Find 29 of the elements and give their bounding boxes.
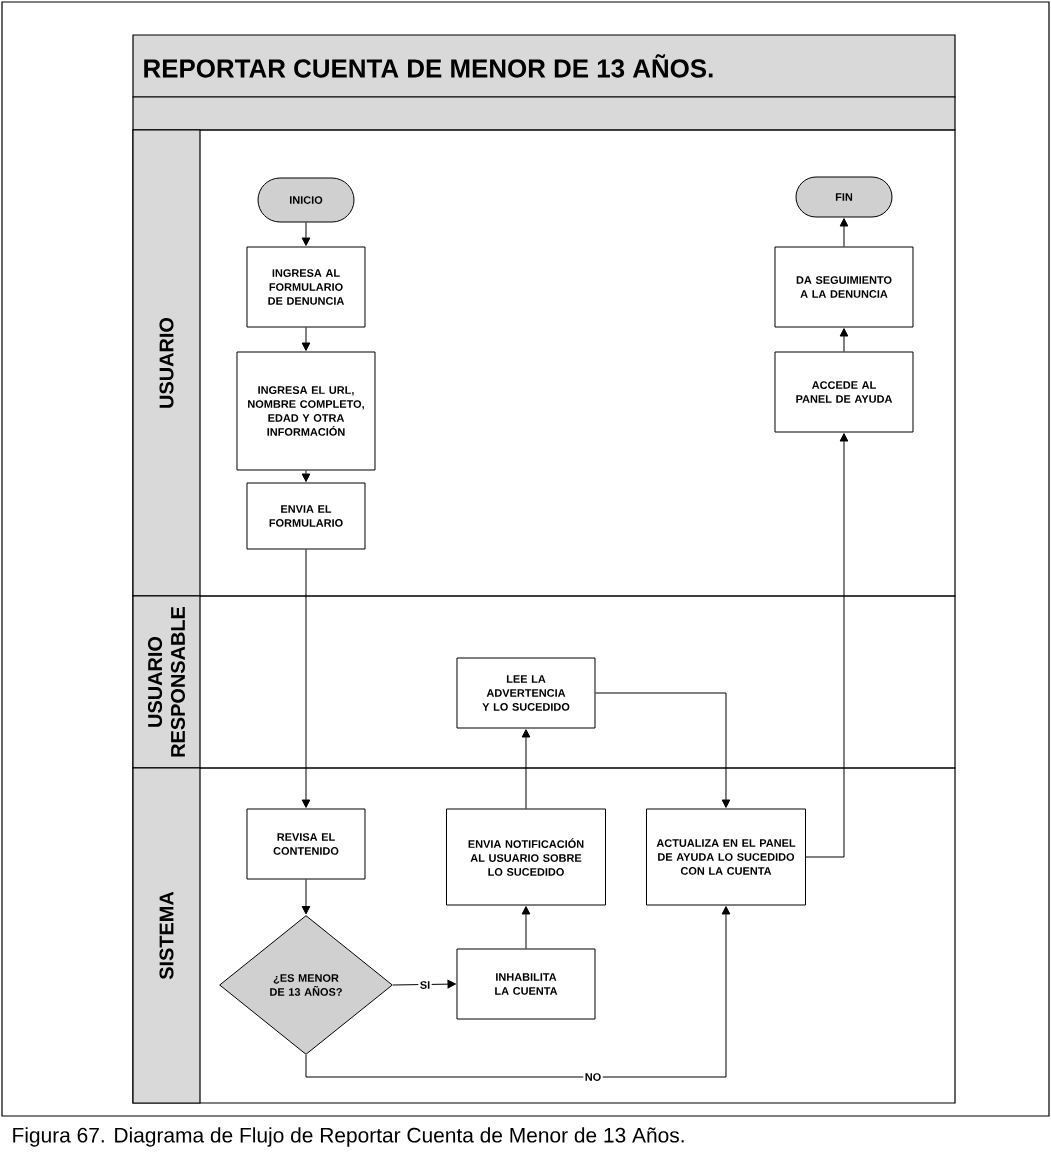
- title-band: REPORTAR CUENTA DE MENOR DE 13 AÑOS.: [132, 34, 956, 98]
- caption: Figura 67. Diagrama de Flujo de Reportar Cuenta de Menor de 13 Años.: [13, 1127, 684, 1147]
- arrow: [301, 327, 311, 351]
- arrow: [305, 906, 731, 1078]
- arrow: [839, 218, 849, 247]
- arrow: [301, 879, 311, 915]
- arrow: [839, 328, 849, 352]
- arrow: [301, 470, 311, 482]
- process-box: INGRESA EL URL, NOMBRE COMPLETO, EDAD Y OTRA INFORMACIÓN: [236, 351, 376, 471]
- terminal: FIN: [795, 176, 893, 218]
- arrow: [301, 222, 311, 246]
- process-box: DA SEGUIMIENTO A LA DENUNCIA: [774, 246, 914, 328]
- process-box: ENVIA NOTIFICACIÓN AL USUARIO SOBRE LO SUCEDIDO: [446, 808, 606, 906]
- arrow: [521, 906, 531, 949]
- process-box: ACTUALIZA EN EL PANEL DE AYUDA LO SUCEDIDO CON LA CUENTA: [646, 808, 806, 906]
- arrow: [301, 549, 311, 808]
- arrow: [595, 692, 731, 808]
- arrow: [392, 979, 456, 989]
- process-box: ACCEDE AL PANEL DE AYUDA: [774, 351, 914, 433]
- edge-label: SI: [418, 979, 432, 991]
- process-box: LEE LA ADVERTENCIA Y LO SUCEDIDO: [456, 657, 596, 729]
- arrow: [805, 433, 849, 858]
- process-box: REVISA EL CONTENIDO: [246, 808, 366, 880]
- terminal: INICIO: [257, 177, 355, 223]
- process-box: INGRESA AL FORMULARIO DE DENUNCIA: [246, 246, 366, 328]
- process-box: INHABILITA LA CUENTA: [456, 948, 596, 1020]
- edge-label: NO: [583, 1071, 603, 1083]
- process-box: ENVIA EL FORMULARIO: [246, 482, 366, 550]
- arrow: [521, 729, 531, 809]
